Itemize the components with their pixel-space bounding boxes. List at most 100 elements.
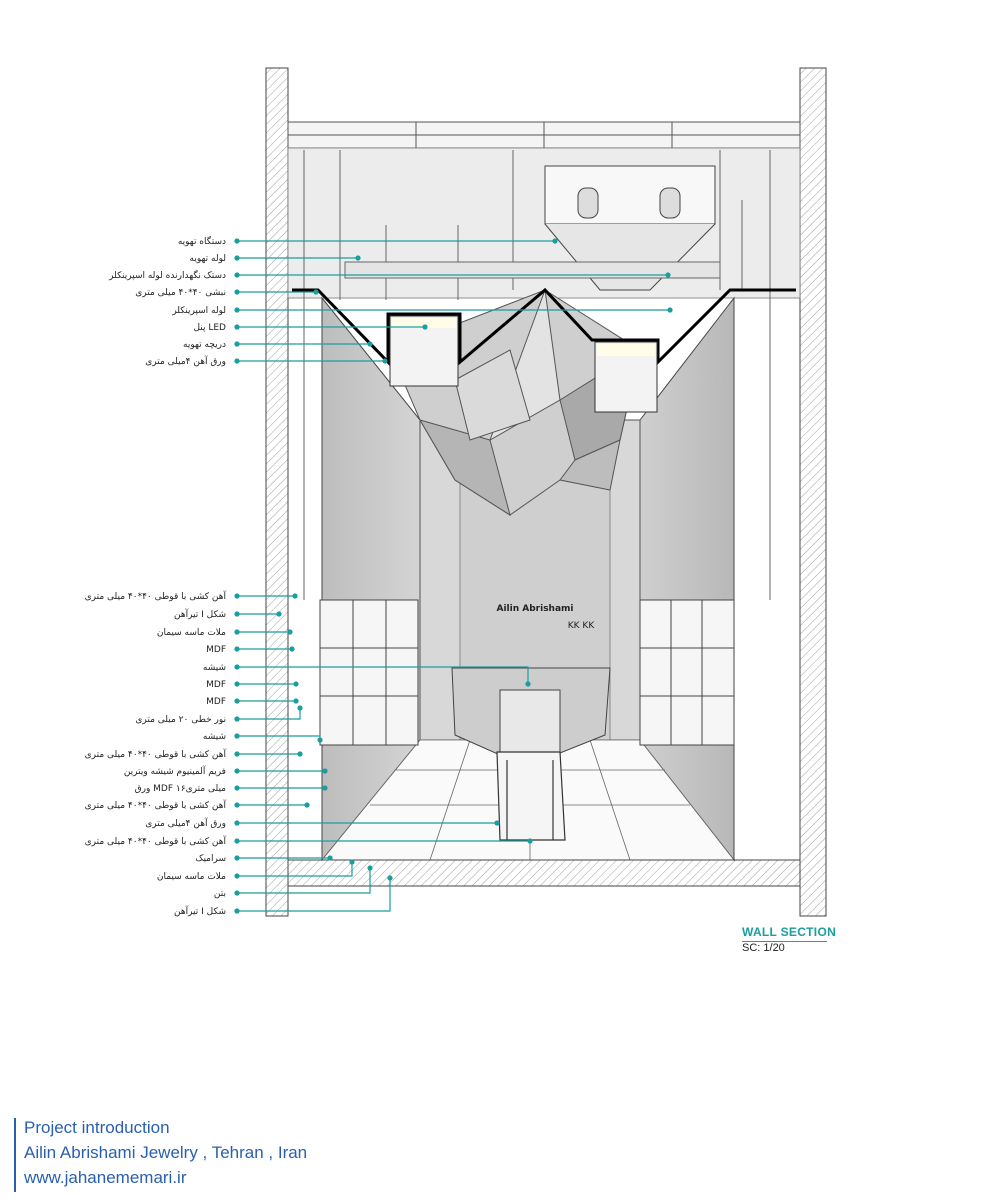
leader-dot: [234, 733, 240, 739]
leader-dot: [234, 890, 240, 896]
leader-dot: [276, 611, 282, 617]
leader-dot: [234, 802, 240, 808]
leader-dot: [665, 272, 671, 278]
footer-website-link[interactable]: www.jahanememari.ir: [24, 1168, 187, 1187]
callout-label: آهن کشی با قوطی ۴۰*۴۰ میلی متری: [85, 590, 227, 602]
leader-dot: [234, 307, 240, 313]
callout-label: MDF: [206, 680, 226, 690]
roof-beam: [287, 121, 801, 149]
leader-dot: [234, 272, 240, 278]
leader-dot: [234, 855, 240, 861]
leader-line: [237, 708, 301, 720]
callout-label: آهن کشی با قوطی ۴۰*۴۰ میلی متری: [85, 835, 227, 847]
leader-dot: [327, 855, 333, 861]
footer-accent-bar: [14, 1118, 16, 1192]
callout-label: نور خطی ۲۰ میلی متری: [135, 715, 226, 725]
leader-dot: [234, 768, 240, 774]
leader-dot: [289, 646, 295, 652]
leader-dot: [293, 681, 299, 687]
callout-label: MDF: [206, 645, 226, 655]
callout-label: MDF: [206, 697, 226, 707]
leader-dot: [234, 820, 240, 826]
leader-dot: [234, 629, 240, 635]
leader-dot: [234, 593, 240, 599]
leader-dot: [322, 768, 328, 774]
callout-label: سرامیک: [195, 854, 226, 864]
leader-dot: [422, 324, 428, 330]
callout-label: تیرآهن I شکل: [174, 905, 226, 917]
callout-label: دریچه تهویه: [183, 340, 226, 350]
wall-section-title: WALL SECTION: [742, 925, 837, 939]
leader-dot: [234, 255, 240, 261]
leader-dot: [234, 908, 240, 914]
leader-dot: [387, 875, 393, 881]
callout-label: نبشی ۴۰*۴۰ میلی متری: [135, 288, 226, 298]
wall-section-underline: [742, 941, 827, 942]
leader-line: [237, 868, 371, 894]
leader-dot: [234, 838, 240, 844]
callout-label: آهن کشی با قوطی ۴۰*۴۰ میلی متری: [85, 748, 227, 760]
callout-label: دستگاه تهویه: [178, 235, 226, 247]
leader-dot: [292, 593, 298, 599]
leader-dot: [355, 255, 361, 261]
leader-dot: [234, 611, 240, 617]
display-case: [496, 751, 566, 841]
callout-label: فریم آلمینیوم شیشه ویترین: [124, 765, 226, 777]
floor-slab: [287, 859, 801, 887]
leader-dot: [297, 751, 303, 757]
footer-project-intro: Project introduction: [24, 1118, 170, 1137]
right-column: [799, 67, 827, 917]
leader-dot: [234, 681, 240, 687]
leader-dot: [367, 865, 373, 871]
leader-dot: [234, 873, 240, 879]
leader-dot: [667, 307, 673, 313]
callout-label: ورق آهن ۴میلی متری: [145, 355, 226, 367]
leader-line: [237, 878, 391, 912]
left-showcase: [319, 599, 419, 746]
reception-counter: [451, 667, 611, 756]
leader-dot: [349, 859, 355, 865]
leader-dot: [293, 698, 299, 704]
callout-label: شیشه: [203, 732, 226, 742]
leader-dot: [234, 698, 240, 704]
ceiling-outline: [292, 287, 796, 366]
leader-dot: [304, 802, 310, 808]
wall-section-scale: SC: 1/20: [742, 942, 785, 954]
callout-label: آهن کشی با قوطی ۴۰*۴۰ میلی متری: [85, 799, 227, 811]
leader-dot: [494, 820, 500, 826]
leader-dot: [234, 341, 240, 347]
callout-label: ملات ماسه سیمان: [157, 628, 226, 638]
callout-label: شیشه: [203, 663, 226, 673]
callout-label: تیرآهن I شکل: [174, 608, 226, 620]
leader-dot: [234, 751, 240, 757]
callout-label: ملات ماسه سیمان: [157, 872, 226, 882]
leader-dot: [287, 629, 293, 635]
leader-dot: [322, 785, 328, 791]
leader-dot: [367, 341, 373, 347]
leader-dot: [234, 646, 240, 652]
leader-dot: [234, 716, 240, 722]
leader-dot: [313, 289, 319, 295]
footer-project-name: Ailin Abrishami Jewelry , Tehran , Iran: [24, 1143, 308, 1162]
callout-label: لوله تهویه: [190, 254, 226, 264]
leader-line: [237, 666, 529, 684]
right-showcase: [639, 599, 735, 746]
leader-dot: [234, 289, 240, 295]
brand-mark: KK KK: [568, 621, 596, 631]
leader-dot: [552, 238, 558, 244]
leader-line: [237, 862, 353, 877]
leader-group-bottom: آهن کشی با قوطی ۴۰*۴۰ میلی متری تیرآهن I …: [85, 590, 533, 917]
leader-dot: [234, 324, 240, 330]
ventilation-duct: [344, 261, 721, 279]
leader-dot: [382, 358, 388, 364]
callout-label: بتن: [214, 889, 226, 899]
left-column: [265, 67, 289, 917]
leader-dot: [234, 238, 240, 244]
brand-sign: Ailin Abrishami: [497, 604, 574, 614]
leader-dot: [317, 737, 323, 743]
callout-label: ورق آهن ۴میلی متری: [145, 817, 226, 829]
leader-dot: [234, 785, 240, 791]
leader-dot: [525, 681, 531, 687]
